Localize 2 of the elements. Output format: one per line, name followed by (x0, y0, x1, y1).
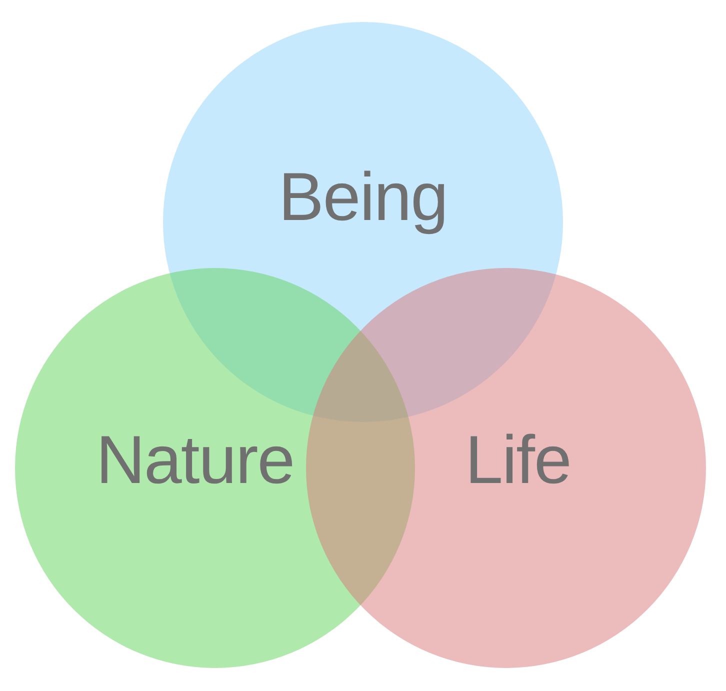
set-label: Nature (96, 426, 294, 494)
set-label: Life (465, 426, 571, 494)
